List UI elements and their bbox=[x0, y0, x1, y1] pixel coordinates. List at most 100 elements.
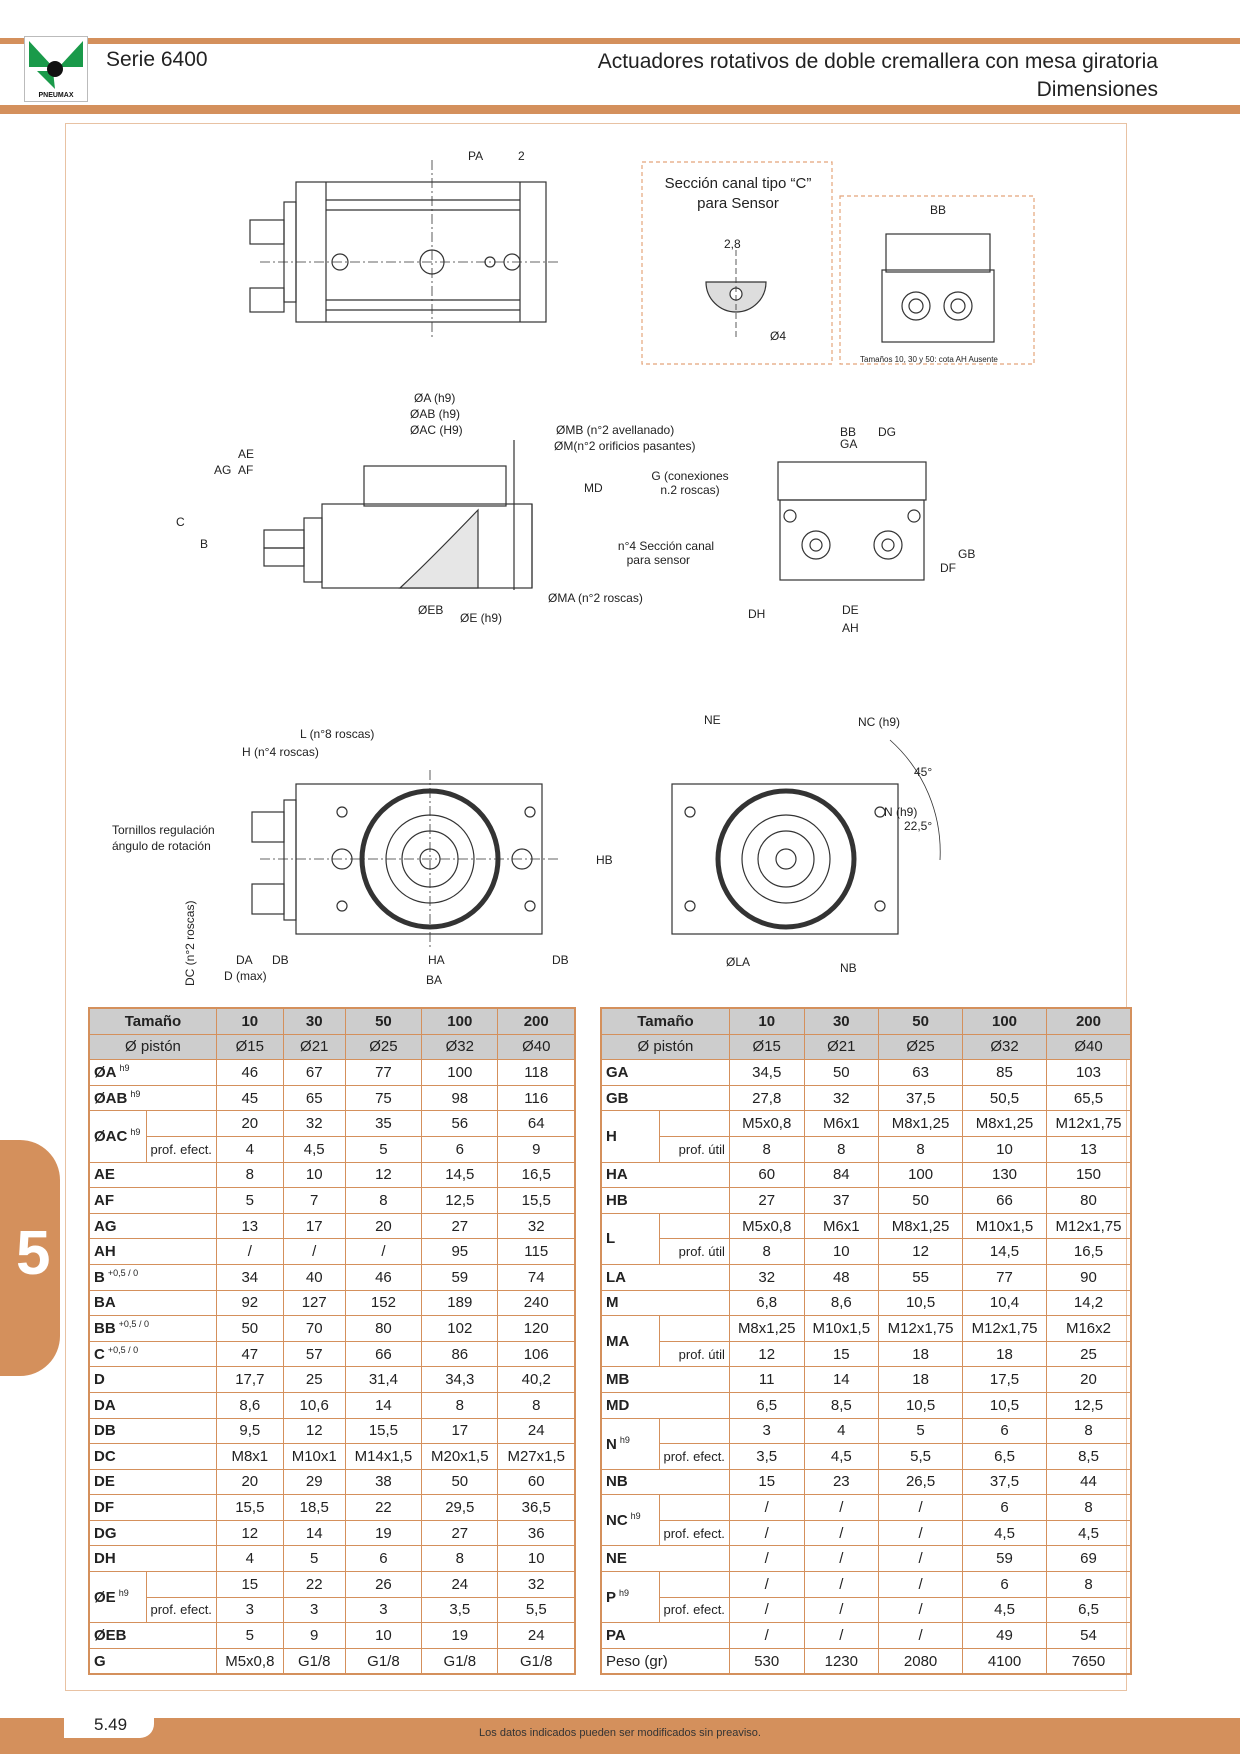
row-label-text: L bbox=[606, 1230, 616, 1248]
row-label-text: ØA bbox=[94, 1064, 117, 1082]
row-label-text: LA bbox=[606, 1268, 626, 1286]
row-label-text: GB bbox=[606, 1089, 629, 1107]
value-cell: 14 bbox=[803, 1366, 880, 1393]
value-cell: 8 bbox=[728, 1238, 805, 1265]
value-cell: 32 bbox=[497, 1212, 576, 1240]
value-cell: 85 bbox=[962, 1059, 1047, 1086]
value-cell: M10x1 bbox=[282, 1443, 346, 1470]
value-cell: 69 bbox=[1045, 1545, 1132, 1573]
value-cell: 8 bbox=[344, 1187, 423, 1214]
row-label: DE bbox=[88, 1468, 217, 1496]
value-cell: 6 bbox=[962, 1494, 1047, 1521]
row-label: D bbox=[88, 1366, 217, 1393]
value-cell: 40,2 bbox=[497, 1366, 576, 1393]
value-cell: M14x1,5 bbox=[344, 1443, 423, 1470]
piston-cell: Ø21 bbox=[803, 1033, 880, 1061]
header-cell: 10 bbox=[728, 1007, 805, 1035]
value-cell: 4 bbox=[803, 1417, 880, 1445]
row-label: AE bbox=[88, 1161, 217, 1189]
value-cell: / bbox=[728, 1596, 805, 1624]
value-cell: 8 bbox=[878, 1135, 964, 1163]
value-cell: M8x1 bbox=[215, 1443, 284, 1470]
label-dg: DG bbox=[878, 425, 896, 439]
header-cell: 50 bbox=[344, 1007, 423, 1035]
label-ah: AH bbox=[842, 621, 859, 635]
value-cell: 27,8 bbox=[728, 1084, 805, 1112]
row-label: NE bbox=[600, 1545, 730, 1573]
row-label: BA bbox=[88, 1289, 217, 1317]
value-cell: M16x2 bbox=[1045, 1315, 1132, 1342]
value-cell: 25 bbox=[282, 1366, 346, 1393]
value-cell: 8 bbox=[1045, 1571, 1132, 1598]
value-cell: 9 bbox=[497, 1135, 576, 1163]
value-cell: 66 bbox=[962, 1187, 1047, 1214]
value-cell: 48 bbox=[803, 1263, 880, 1291]
label-da: DA bbox=[236, 953, 253, 967]
label-oeb: ØEB bbox=[418, 603, 443, 617]
label-l-roscas: L (n°8 roscas) bbox=[300, 727, 374, 741]
value-cell: 100 bbox=[421, 1059, 499, 1086]
value-cell: 74 bbox=[497, 1263, 576, 1291]
value-cell: / bbox=[803, 1622, 880, 1649]
chapter-number: 5 bbox=[16, 1219, 51, 1288]
value-cell: 2080 bbox=[878, 1647, 964, 1675]
value-cell: 56 bbox=[421, 1110, 499, 1137]
header-cell: 200 bbox=[497, 1007, 576, 1035]
value-cell: 116 bbox=[497, 1084, 576, 1112]
value-cell: 9,5 bbox=[215, 1417, 284, 1445]
value-cell: 7650 bbox=[1045, 1647, 1132, 1675]
value-cell: 8,5 bbox=[1045, 1443, 1132, 1470]
value-cell: 17,7 bbox=[215, 1366, 284, 1393]
value-cell: 12,5 bbox=[421, 1187, 499, 1214]
value-cell: 31,4 bbox=[344, 1366, 423, 1393]
value-cell: 65,5 bbox=[1045, 1084, 1132, 1112]
row-label: H bbox=[600, 1110, 660, 1163]
row-label: L bbox=[600, 1212, 660, 1265]
value-cell: M12x1,75 bbox=[1045, 1212, 1132, 1240]
value-cell: 12 bbox=[215, 1519, 284, 1547]
value-cell: 20 bbox=[215, 1468, 284, 1496]
value-cell: 50 bbox=[421, 1468, 499, 1496]
value-cell: 8 bbox=[215, 1161, 284, 1189]
row-label-text: PA bbox=[606, 1627, 626, 1645]
sub-label: prof. efect. bbox=[658, 1596, 730, 1624]
label-om: ØM(n°2 orificios pasantes) bbox=[554, 439, 696, 453]
header-cell: 100 bbox=[421, 1007, 499, 1035]
row-label-text: GA bbox=[606, 1063, 629, 1081]
value-cell: 86 bbox=[421, 1340, 499, 1368]
value-cell: 240 bbox=[497, 1289, 576, 1317]
label-2: 2 bbox=[518, 149, 525, 163]
value-cell: 32 bbox=[803, 1084, 880, 1112]
value-cell: 24 bbox=[497, 1622, 576, 1649]
label-o4: Ø4 bbox=[770, 329, 786, 343]
value-cell: 46 bbox=[215, 1059, 284, 1086]
row-label-text: ØAB bbox=[94, 1090, 128, 1108]
value-cell: M8x1,25 bbox=[728, 1315, 805, 1342]
value-cell: G1/8 bbox=[344, 1647, 423, 1675]
row-label-text: AF bbox=[94, 1191, 114, 1209]
value-cell: 3 bbox=[215, 1596, 284, 1624]
label-n: N (h9) bbox=[884, 805, 917, 819]
label-omb: ØMB (n°2 avellanado) bbox=[556, 423, 674, 437]
value-cell: 11 bbox=[728, 1366, 805, 1393]
row-label: ØEB bbox=[88, 1622, 217, 1649]
value-cell: 63 bbox=[878, 1059, 964, 1086]
sub-label: prof. efect. bbox=[658, 1519, 730, 1547]
value-cell: 3 bbox=[282, 1596, 346, 1624]
value-cell: 8 bbox=[421, 1545, 499, 1573]
value-cell: 45 bbox=[215, 1084, 284, 1112]
value-cell: 14 bbox=[282, 1519, 346, 1547]
label-oab: ØAB (h9) bbox=[410, 407, 460, 421]
value-cell: 4,5 bbox=[962, 1519, 1047, 1547]
side-view-drawing bbox=[777, 461, 927, 581]
